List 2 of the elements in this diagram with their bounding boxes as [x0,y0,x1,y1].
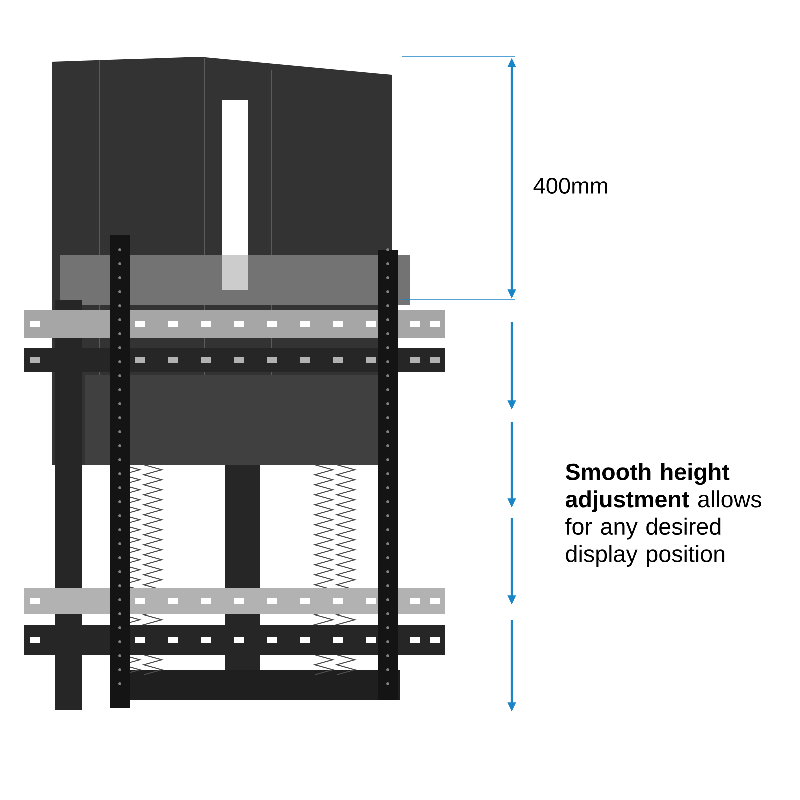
feature-text: Smooth height adjustment allows for any desired display position [566,463,762,568]
dimension-label: 400mm [534,178,608,194]
